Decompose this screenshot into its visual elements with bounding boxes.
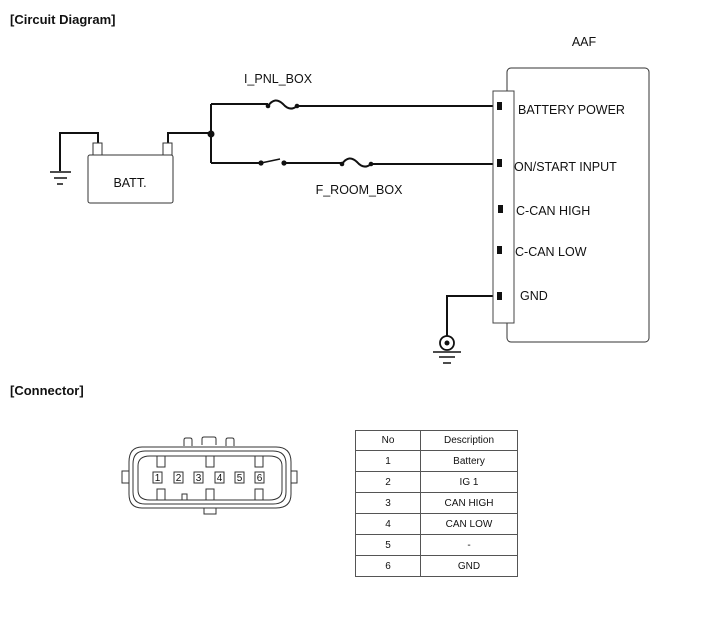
table-header-no: No — [355, 430, 421, 451]
table-cell-description: CAN LOW — [420, 513, 518, 535]
table-row: 6 GND — [355, 555, 518, 577]
table-row: 1 Battery — [355, 450, 518, 472]
connector-pin-table: No Description 1 Battery 2 IG 1 3 CAN HI… — [355, 430, 518, 577]
fuse-top-label: I_PNL_BOX — [244, 72, 313, 86]
table-cell-description: Battery — [420, 450, 518, 472]
pin-terminal-gnd — [497, 292, 502, 300]
battery-negative-wire — [59, 132, 99, 171]
table-cell-no: 5 — [355, 534, 421, 556]
battery-positive-wire — [167, 132, 211, 145]
table-cell-no: 1 — [355, 450, 421, 472]
fuse-f-room-box — [339, 157, 374, 168]
fuse-bottom-label: F_ROOM_BOX — [316, 183, 403, 197]
gnd-wire — [446, 295, 496, 336]
ignition-switch — [258, 158, 287, 166]
table-cell-description: IG 1 — [420, 471, 518, 493]
table-header-row: No Description — [355, 430, 518, 451]
fuse-i-pnl-box — [265, 99, 300, 110]
connector-title: [Connector] — [10, 383, 84, 398]
table-cell-no: 6 — [355, 555, 421, 577]
pin-terminal-on-start-input — [497, 159, 502, 167]
connector-pin-number: 4 — [217, 473, 223, 484]
table-cell-description: - — [420, 534, 518, 556]
aaf-connector-strip — [492, 90, 515, 324]
pin-label-battery-power: BATTERY POWER — [518, 103, 625, 117]
connector-pin-number: 5 — [237, 473, 243, 484]
pin-label-gnd: GND — [520, 289, 548, 303]
table-cell-description: CAN HIGH — [420, 492, 518, 514]
table-cell-no: 3 — [355, 492, 421, 514]
pin-label-c-can-high: C-CAN HIGH — [516, 204, 590, 218]
table-row: 5 - — [355, 534, 518, 556]
pin-terminal-c-can-high — [498, 205, 503, 213]
table-row: 3 CAN HIGH — [355, 492, 518, 514]
table-row: 4 CAN LOW — [355, 513, 518, 535]
table-cell-no: 4 — [355, 513, 421, 535]
junction-dot — [207, 130, 215, 138]
ground-symbol-left — [50, 171, 71, 185]
table-cell-description: GND — [420, 555, 518, 577]
pin-label-c-can-low: C-CAN LOW — [515, 245, 587, 259]
battery: BATT. — [87, 142, 174, 204]
connector-pin-number: 3 — [196, 473, 202, 484]
connector-pin-number: 1 — [155, 473, 161, 484]
circuit-diagram-title: [Circuit Diagram] — [10, 12, 116, 27]
connector-face — [121, 436, 298, 515]
connector-pin-number: 2 — [176, 473, 182, 484]
table-cell-no: 2 — [355, 471, 421, 493]
ground-symbol-chassis — [433, 335, 461, 364]
module-name: AAF — [572, 35, 597, 49]
pin-label-on-start-input: ON/START INPUT — [514, 160, 617, 174]
pin-terminal-battery-power — [497, 102, 502, 110]
pin-terminal-c-can-low — [497, 246, 502, 254]
table-row: 2 IG 1 — [355, 471, 518, 493]
table-header-description: Description — [420, 430, 518, 451]
connector-pin-number: 6 — [257, 473, 263, 484]
battery-label: BATT. — [113, 176, 146, 190]
